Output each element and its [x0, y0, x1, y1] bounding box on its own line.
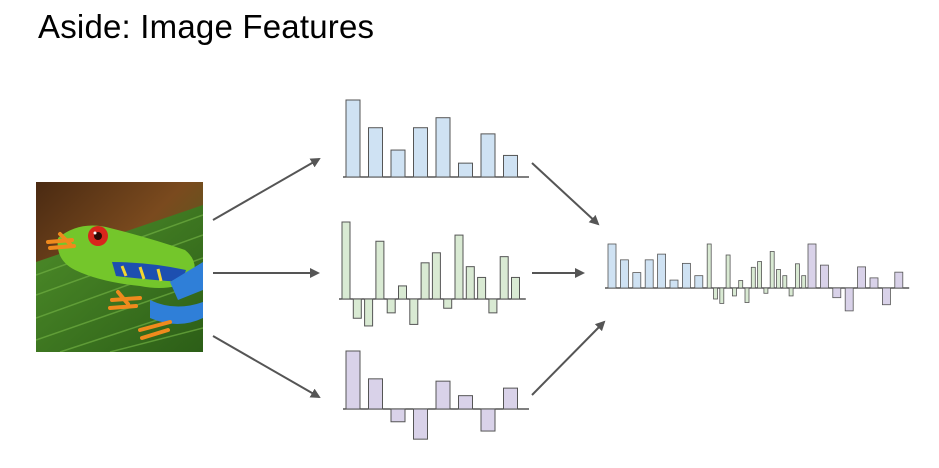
green-feature-bar: [364, 298, 374, 327]
blue-feature-bar: [413, 127, 428, 178]
green-feature-bar: [465, 266, 475, 300]
green-feature-bar: [511, 276, 520, 300]
concat-feature-bar: [807, 243, 817, 289]
concat-feature-bar: [644, 259, 654, 289]
purple-feature-bar: [480, 408, 496, 432]
concat-feature-bar: [776, 269, 781, 289]
frog-photo-icon: [36, 182, 203, 352]
green-feature-bar: [454, 234, 464, 300]
concat-feature-bar: [607, 243, 617, 289]
concat-feature-bar: [719, 287, 725, 304]
concat-feature-bar: [757, 261, 762, 289]
blue-feature-bar: [435, 117, 451, 178]
purple-feature-bar: [390, 408, 406, 423]
concat-feature-bar: [894, 271, 904, 289]
concat-feature-bar: [682, 262, 691, 289]
green-feature-bar: [398, 285, 407, 300]
concat-feature-bar: [706, 243, 712, 289]
concat-feature-bar: [832, 287, 842, 299]
green-feature-bar: [375, 240, 385, 300]
green-feature-bar: [488, 298, 498, 314]
slide-title: Aside: Image Features: [38, 8, 375, 45]
concat-feature-bar: [750, 266, 756, 289]
concat-feature-bar: [632, 272, 642, 289]
purple-feature-bar: [435, 380, 451, 410]
concat-feature-bar: [869, 277, 879, 289]
concat-feature-bar: [782, 275, 788, 289]
blue-feature-vector: [343, 99, 529, 178]
concat-feature-bar: [795, 263, 800, 289]
green-feature-bar: [341, 221, 351, 300]
purple-feature-bar: [503, 387, 518, 410]
arrow-to-purple-features: [212, 335, 321, 398]
concat-feature-bar: [738, 280, 744, 289]
blue-feature-bar: [458, 162, 473, 178]
concat-feature-bar: [657, 253, 666, 289]
arrow-purple-to-concat: [531, 320, 606, 396]
arrow-blue-to-concat: [531, 162, 600, 226]
green-feature-bar: [352, 298, 362, 319]
concat-feature-bar: [669, 279, 679, 289]
concat-feature-bar: [744, 287, 750, 303]
concat-feature-bar: [732, 287, 737, 297]
concat-feature-bar: [820, 264, 829, 289]
concat-feature-bar: [788, 287, 794, 297]
green-feature-bar: [431, 252, 441, 300]
concat-feature-bar: [882, 287, 891, 306]
green-feature-vector: [339, 221, 526, 327]
green-feature-bar: [443, 298, 453, 309]
purple-feature-vector: [343, 350, 529, 440]
blue-feature-bar: [368, 127, 383, 178]
blue-feature-bar: [503, 154, 518, 178]
purple-feature-bar: [413, 408, 428, 440]
blue-feature-bar: [480, 133, 496, 178]
purple-feature-bar: [368, 378, 383, 410]
concat-feature-bar: [801, 275, 807, 289]
blue-feature-bar: [345, 99, 361, 178]
concat-feature-bar: [620, 259, 629, 289]
purple-feature-bar: [345, 350, 361, 410]
purple-feature-bar: [458, 395, 473, 410]
green-feature-bar: [499, 256, 509, 300]
concat-feature-bar: [694, 275, 704, 289]
green-feature-bar: [477, 276, 487, 300]
green-feature-bar: [386, 298, 396, 314]
concat-feature-bar: [713, 287, 718, 300]
concatenated-feature-vector: [605, 243, 910, 312]
arrow-to-blue-features: [212, 158, 321, 221]
concat-feature-bar: [844, 287, 854, 312]
green-feature-bar: [420, 262, 430, 300]
concat-feature-bar: [725, 254, 731, 289]
green-feature-bar: [409, 298, 419, 325]
concat-feature-bar: [857, 266, 866, 289]
blue-feature-bar: [390, 149, 406, 178]
concat-feature-bar: [763, 287, 769, 294]
concat-feature-bar: [769, 251, 775, 289]
